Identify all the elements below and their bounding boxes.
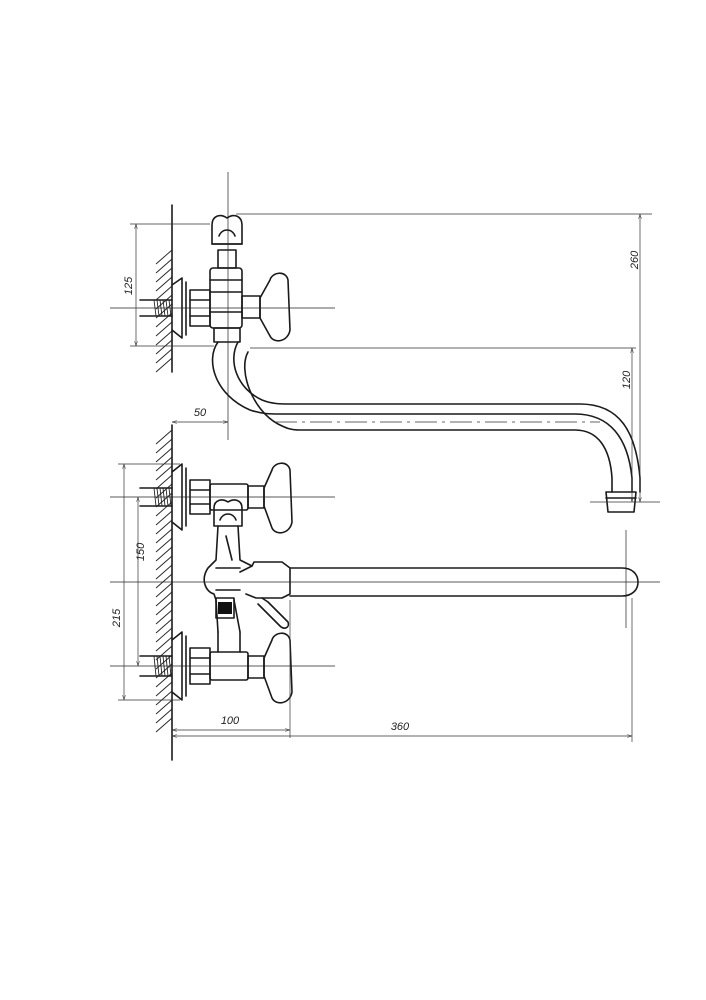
hatch-line [155, 330, 173, 346]
dim-label-150: 150 [135, 542, 147, 561]
hatch-line [155, 312, 173, 328]
hatch-line [155, 627, 173, 643]
hatch-line [155, 249, 173, 265]
dim-label-100: 100 [221, 715, 240, 727]
hatch-line [155, 681, 173, 697]
hatch-line [155, 501, 173, 517]
dimensions: 260 125 120 50 150 215 100 360 [111, 213, 660, 742]
hatch-line [155, 474, 173, 490]
hatch-line [155, 645, 173, 661]
hatch-line [155, 258, 173, 274]
hatch-line [155, 618, 173, 634]
hatch-line [155, 546, 173, 562]
hatch-line [155, 672, 173, 688]
dim-label-360: 360 [391, 721, 410, 733]
lower-assembly [139, 462, 639, 704]
hatch-line [155, 339, 173, 355]
hatch-line [155, 294, 173, 310]
middle-valve-handle [263, 462, 293, 534]
dim-label-120: 120 [621, 370, 633, 389]
hatch-line [155, 285, 173, 301]
hatch-line [155, 348, 173, 364]
hatch-line [155, 582, 173, 598]
dim-label-125: 125 [123, 276, 135, 295]
hatch-line [155, 510, 173, 526]
center-lines [110, 172, 660, 667]
hatch-line [155, 357, 173, 373]
hatch-line [155, 429, 173, 445]
diverter-body [203, 525, 219, 633]
hatch-line [155, 537, 173, 553]
hatch-line [155, 690, 173, 706]
hatch-line [155, 564, 173, 580]
dim-label-215: 215 [111, 608, 123, 628]
spout-inner-edge [243, 351, 613, 493]
hatch-line [155, 555, 173, 571]
diverter-lever [257, 597, 290, 629]
wall-hatching-lower [155, 429, 173, 733]
hatch-line [155, 699, 173, 715]
spout-joint [239, 561, 291, 599]
upper-shower-holder [211, 214, 243, 245]
hatch-line [155, 528, 173, 544]
dim-label-50: 50 [194, 407, 207, 419]
hatch-line [155, 591, 173, 607]
hatch-line [155, 483, 173, 499]
upper-assembly [139, 214, 291, 343]
upper-valve-body [209, 267, 243, 329]
hatch-line [155, 708, 173, 724]
hatch-line [155, 573, 173, 589]
diverter-knob [218, 602, 232, 614]
hatch-line [155, 636, 173, 652]
hatch-line [155, 438, 173, 454]
lower-valve-handle [263, 632, 293, 704]
hatch-line [155, 519, 173, 535]
hatch-line [155, 609, 173, 625]
hatch-line [155, 465, 173, 481]
dim-label-260: 260 [629, 250, 641, 270]
hatch-line [155, 600, 173, 616]
wall-hatching-upper [155, 249, 173, 373]
middle-shower-holder [213, 499, 243, 527]
hatch-line [155, 321, 173, 337]
swivel-spout [211, 341, 641, 513]
spout-outer-edge [211, 341, 633, 493]
hatch-line [155, 267, 173, 283]
hatch-line [155, 717, 173, 733]
hatch-line [155, 276, 173, 292]
spout-aerator [605, 491, 637, 513]
hatch-line [155, 447, 173, 463]
upper-valve-handle [259, 272, 291, 342]
